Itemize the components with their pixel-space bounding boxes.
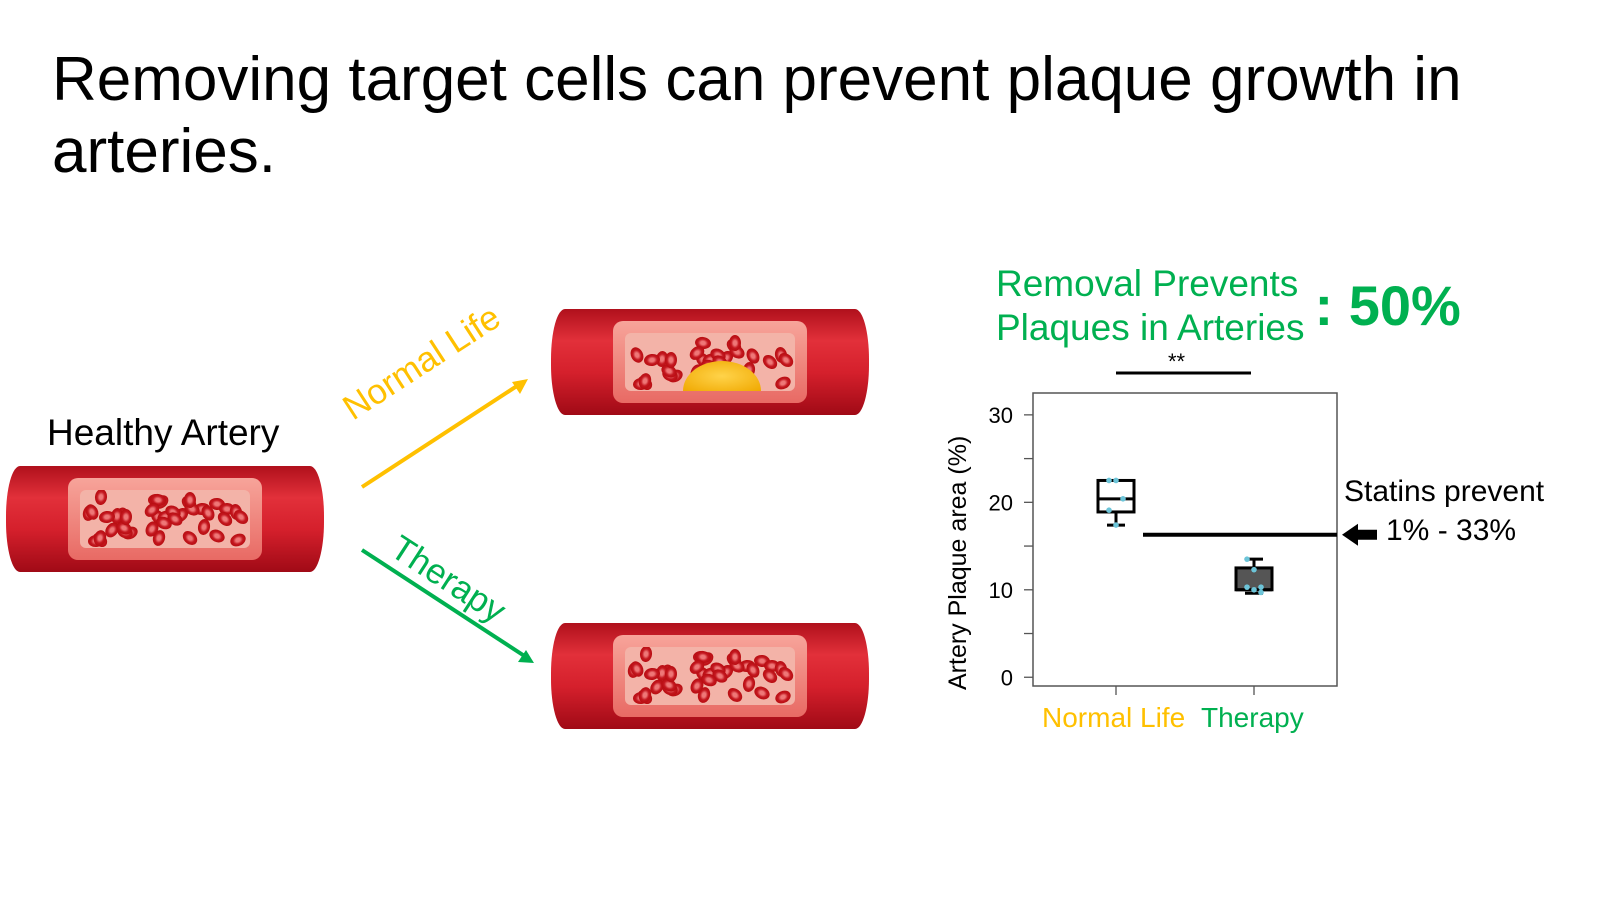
data-point <box>1106 477 1112 484</box>
x-label-therapy: Therapy <box>1201 702 1304 733</box>
significance-label: ** <box>1168 349 1186 374</box>
arrowhead-icon <box>518 650 534 663</box>
statins-line2: 1% - 33% <box>1386 514 1517 547</box>
y-tick-label: 20 <box>989 490 1013 515</box>
therapy-artery-image <box>551 623 869 729</box>
plot-frame <box>1032 392 1338 687</box>
therapy-arrow <box>360 548 528 659</box>
arrowhead-icon <box>512 379 528 394</box>
headline-line1: Removal Prevents <box>996 263 1299 304</box>
left-arrow-icon <box>1342 523 1377 546</box>
data-point <box>1244 556 1250 562</box>
x-label-normal-life: Normal Life <box>1042 702 1186 733</box>
data-point <box>1244 584 1250 590</box>
headline: Removal Prevents Plaques in Arteries : 5… <box>996 262 1461 350</box>
slide-title: Removing target cells can prevent plaque… <box>52 45 1462 186</box>
y-axis-label: Artery Plaque area (%) <box>944 435 972 690</box>
data-point <box>1258 589 1264 596</box>
y-tick-label: 30 <box>989 403 1013 428</box>
data-point <box>1258 584 1264 590</box>
statins-line1: Statins prevent <box>1344 475 1545 508</box>
data-point <box>1251 566 1257 573</box>
data-point <box>1106 507 1112 513</box>
healthy-artery-image <box>6 466 324 572</box>
box <box>1096 478 1136 514</box>
y-tick-label: 0 <box>1001 665 1013 690</box>
headline-value: : 50% <box>1314 274 1461 337</box>
data-point <box>1120 496 1126 502</box>
y-tick-label: 10 <box>989 578 1013 603</box>
plaque-artery-image <box>551 309 869 415</box>
healthy-artery-label: Healthy Artery <box>47 412 280 453</box>
data-point <box>1251 586 1257 593</box>
normal-life-arrow <box>360 382 522 489</box>
data-point <box>1113 522 1119 528</box>
data-point <box>1113 477 1119 484</box>
headline-line2: Plaques in Arteries <box>996 307 1305 348</box>
